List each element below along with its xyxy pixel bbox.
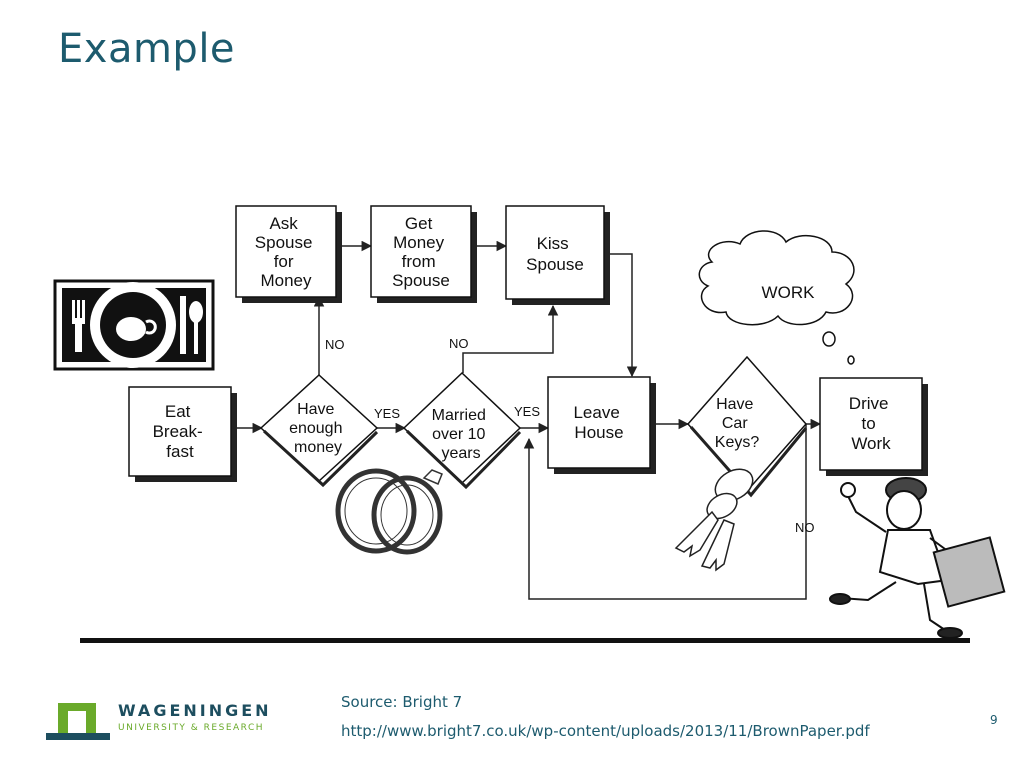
car-keys-icon xyxy=(674,468,754,572)
cloud-label: WORK xyxy=(762,283,816,302)
edge-label-money-yes: YES xyxy=(374,406,400,421)
drive-to-work-label: Drive to Work xyxy=(849,394,893,453)
box-kiss-spouse: Kiss Spouse xyxy=(505,205,610,305)
ask-spouse-label: Ask Spouse for Money xyxy=(255,214,317,290)
leave-house-label: Leave House xyxy=(573,403,624,442)
logo-subtitle: UNIVERSITY & RESEARCH xyxy=(118,723,265,733)
breakfast-plate-icon xyxy=(53,279,215,371)
edge-label-keys-no: NO xyxy=(795,520,815,535)
diamond-married: Married over 10 years xyxy=(402,371,522,490)
box-drive-to-work: Drive to Work xyxy=(819,377,928,476)
eat-breakfast-label: Eat Break- fast xyxy=(153,402,208,461)
car-keys-label: Have Car Keys? xyxy=(715,396,760,451)
wageningen-logo: WAGENINGEN UNIVERSITY & RESEARCH xyxy=(46,697,296,747)
running-man-icon xyxy=(829,477,1006,639)
have-money-label: Have enough money xyxy=(289,401,347,456)
source-label: Source: Bright 7 xyxy=(341,693,463,711)
source-url: http://www.bright7.co.uk/wp-content/uplo… xyxy=(341,722,870,740)
logo-mark-icon xyxy=(46,703,110,740)
get-money-label: Get Money from Spouse xyxy=(392,214,450,290)
married-label: Married over 10 years xyxy=(432,407,491,462)
ground-line xyxy=(80,638,970,643)
edge-label-money-no: NO xyxy=(325,337,345,352)
edge-label-married-no: NO xyxy=(449,336,469,351)
wedding-rings-icon xyxy=(335,468,443,555)
box-eat-breakfast: Eat Break- fast xyxy=(128,386,237,482)
box-get-money: Get Money from Spouse xyxy=(370,205,477,303)
diamond-have-money: Have enough money xyxy=(259,373,379,488)
logo-name: WAGENINGEN xyxy=(118,701,272,720)
thought-cloud-icon: WORK xyxy=(698,230,855,365)
slide-title: Example xyxy=(58,26,236,72)
edge-label-married-yes: YES xyxy=(514,404,540,419)
page-number: 9 xyxy=(990,713,998,727)
box-ask-spouse: Ask Spouse for Money xyxy=(235,205,342,303)
box-leave-house: Leave House xyxy=(547,376,656,474)
kiss-spouse-label: Kiss Spouse xyxy=(526,234,584,274)
diamond-car-keys: Have Car Keys? xyxy=(687,355,808,498)
connectors xyxy=(231,240,822,600)
